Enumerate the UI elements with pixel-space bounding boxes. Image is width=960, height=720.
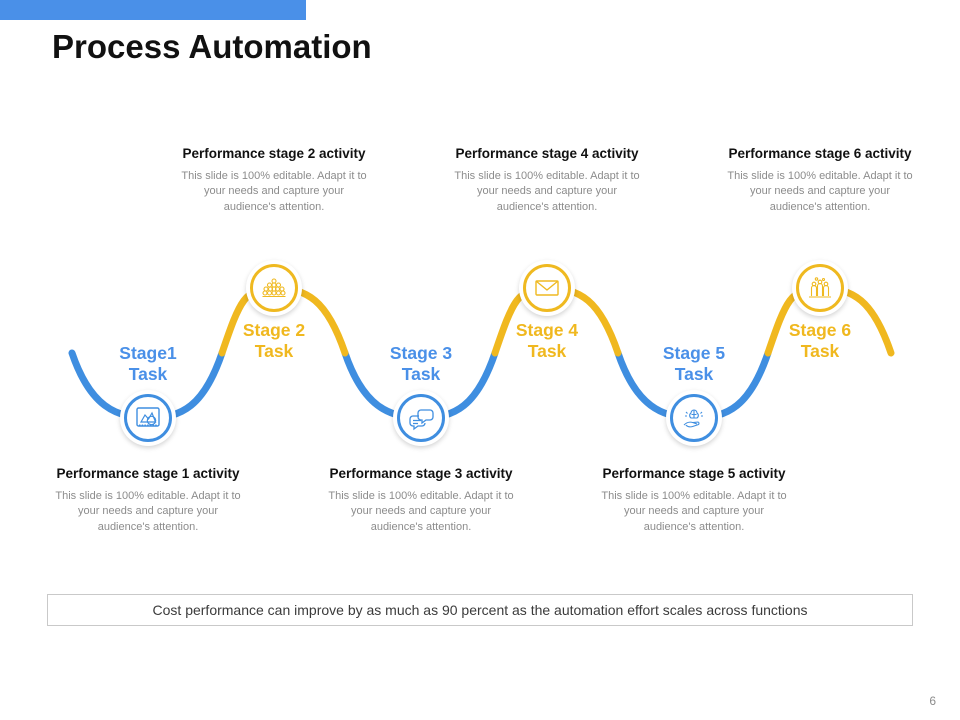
stage-label-stage-6: Stage 6 Task xyxy=(755,320,885,363)
node-ring xyxy=(124,394,172,442)
page-number: 6 xyxy=(929,694,936,708)
stage-node-stage-1[interactable] xyxy=(120,390,176,446)
stage-description-heading: Performance stage 6 activity xyxy=(728,146,912,161)
stage-label-line2: Task xyxy=(800,341,840,362)
caption-text: Cost performance can improve by as much … xyxy=(152,602,808,618)
people-growth-icon xyxy=(806,274,834,302)
stage-description-body: This slide is 100% editable. Adapt it to… xyxy=(181,170,367,213)
accent-bar xyxy=(0,0,306,20)
audience-group-icon xyxy=(260,274,288,302)
stage-description-body: This slide is 100% editable. Adapt it to… xyxy=(328,490,514,533)
stage-description-heading: Performance stage 4 activity xyxy=(455,146,639,161)
stage-description-stage-5: Performance stage 5 activity This slide … xyxy=(601,465,787,535)
stage-description-stage-4: Performance stage 4 activity This slide … xyxy=(454,145,640,215)
stage-label-line2: Task xyxy=(254,341,294,362)
node-ring xyxy=(670,394,718,442)
stage-description-stage-2: Performance stage 2 activity This slide … xyxy=(181,145,367,215)
node-ring xyxy=(523,264,571,312)
node-ring xyxy=(796,264,844,312)
stage-label-line1: Stage 3 xyxy=(389,343,453,363)
stage-label-line1: Stage 5 xyxy=(662,343,726,363)
stage-description-heading: Performance stage 3 activity xyxy=(329,466,513,481)
stage-label-line1: Stage 2 xyxy=(242,320,306,340)
stage-label-line2: Task xyxy=(527,341,567,362)
stage-label-line2: Task xyxy=(674,364,714,385)
stage-label-stage-5: Stage 5 Task xyxy=(629,343,759,386)
page-title: Process Automation xyxy=(52,28,372,65)
chart-document-icon xyxy=(134,404,162,432)
stage-description-heading: Performance stage 1 activity xyxy=(56,466,240,481)
stage-label-stage-2: Stage 2 Task xyxy=(209,320,339,363)
stage-node-stage-2[interactable] xyxy=(246,260,302,316)
stage-label-line1: Stage 6 xyxy=(788,320,852,340)
stage-node-stage-6[interactable] xyxy=(792,260,848,316)
stage-description-stage-3: Performance stage 3 activity This slide … xyxy=(328,465,514,535)
stage-label-line1: Stage1 xyxy=(119,343,177,363)
stage-description-heading: Performance stage 5 activity xyxy=(602,466,786,481)
stage-node-stage-5[interactable] xyxy=(666,390,722,446)
caption-box: Cost performance can improve by as much … xyxy=(47,594,913,626)
stage-label-stage-1: Stage1 Task xyxy=(83,343,213,386)
stage-node-stage-3[interactable] xyxy=(393,390,449,446)
stage-node-stage-4[interactable] xyxy=(519,260,575,316)
envelope-icon xyxy=(533,274,561,302)
stage-label-stage-4: Stage 4 Task xyxy=(482,320,612,363)
stage-description-body: This slide is 100% editable. Adapt it to… xyxy=(55,490,241,533)
stage-label-line2: Task xyxy=(128,364,168,385)
node-ring xyxy=(397,394,445,442)
hand-brain-icon xyxy=(680,404,708,432)
stage-description-body: This slide is 100% editable. Adapt it to… xyxy=(727,170,913,213)
stage-description-heading: Performance stage 2 activity xyxy=(182,146,366,161)
node-ring xyxy=(250,264,298,312)
chat-bubbles-icon xyxy=(407,404,435,432)
stage-label-line1: Stage 4 xyxy=(515,320,579,340)
stage-description-body: This slide is 100% editable. Adapt it to… xyxy=(601,490,787,533)
stage-description-stage-6: Performance stage 6 activity This slide … xyxy=(727,145,913,215)
stage-description-stage-1: Performance stage 1 activity This slide … xyxy=(55,465,241,535)
stage-label-line2: Task xyxy=(401,364,441,385)
stage-description-body: This slide is 100% editable. Adapt it to… xyxy=(454,170,640,213)
stage-label-stage-3: Stage 3 Task xyxy=(356,343,486,386)
